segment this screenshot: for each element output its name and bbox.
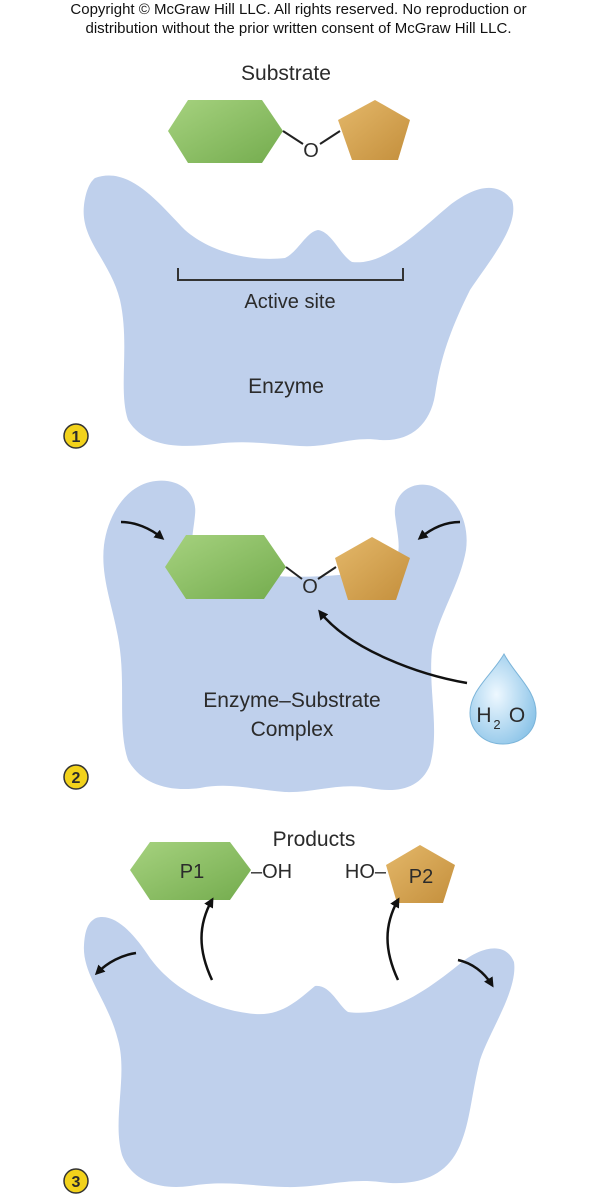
bound-bond-left xyxy=(285,566,303,580)
step-2-badge: 2 xyxy=(63,764,89,790)
enzyme-shape xyxy=(83,175,514,447)
bound-pentagon xyxy=(335,537,410,600)
product-2-hydroxyl: HO– xyxy=(345,861,387,883)
complex-label-line-2: Complex xyxy=(251,718,334,741)
water-subscript: 2 xyxy=(493,717,500,732)
product-1: P1 –OH xyxy=(130,842,292,900)
substrate-pentagon xyxy=(338,100,410,160)
step-3-badge: 3 xyxy=(63,1168,89,1194)
active-site-bracket xyxy=(177,268,404,281)
step-1: Substrate O Active site Enzyme 1 xyxy=(63,62,514,449)
closing-arrow-right xyxy=(417,520,461,540)
products-label: Products xyxy=(273,828,356,851)
enzyme-complex-shape xyxy=(103,480,467,793)
bound-bond-oxygen: O xyxy=(302,576,318,598)
copyright-line-1: Copyright © McGraw Hill LLC. All rights … xyxy=(70,1,527,18)
bound-substrate: O xyxy=(165,535,410,600)
water-hydrogen: H xyxy=(476,704,491,727)
active-site-label: Active site xyxy=(244,291,335,313)
bond-line-left xyxy=(282,130,304,145)
substrate-label: Substrate xyxy=(241,62,331,85)
bound-hexagon xyxy=(165,535,286,599)
copyright-line-2: distribution without the prior written c… xyxy=(85,20,512,37)
bond-oxygen: O xyxy=(303,140,319,162)
opening-arrow-left xyxy=(94,951,137,976)
water-drop-icon xyxy=(469,652,537,745)
complex-label-line-1: Enzyme–Substrate xyxy=(203,689,380,712)
substrate-hexagon xyxy=(168,100,283,163)
step-1-badge: 1 xyxy=(63,423,89,449)
water-attack-arrow xyxy=(318,609,468,685)
water-oxygen: O xyxy=(509,704,525,727)
opening-arrow-right xyxy=(457,958,494,988)
enzyme-released-shape xyxy=(83,917,515,1188)
product-2-pentagon xyxy=(386,845,455,903)
step-3-number: 3 xyxy=(72,1174,81,1191)
bound-bond-right xyxy=(317,566,337,580)
step-2-number: 2 xyxy=(72,770,81,787)
closing-arrow-left xyxy=(120,520,165,540)
step-1-number: 1 xyxy=(72,429,81,446)
substrate-molecule: O xyxy=(168,100,410,163)
product-2-label: P2 xyxy=(409,866,433,888)
copyright-notice: Copyright © McGraw Hill LLC. All rights … xyxy=(0,0,597,38)
release-arrow-p1 xyxy=(200,897,214,981)
enzyme-label: Enzyme xyxy=(248,375,324,398)
release-arrow-p2 xyxy=(386,897,400,981)
product-2: HO– P2 xyxy=(345,845,455,903)
bond-line-right xyxy=(319,130,341,145)
step-2: O Enzyme–Substrate Complex H 2 O 2 xyxy=(63,480,537,793)
product-1-hydroxyl: –OH xyxy=(251,861,292,883)
product-1-label: P1 xyxy=(180,861,204,883)
water-molecule: H 2 O xyxy=(469,652,537,745)
product-1-hexagon xyxy=(130,842,251,900)
step-3: Products P1 –OH HO– P2 3 xyxy=(63,828,515,1194)
